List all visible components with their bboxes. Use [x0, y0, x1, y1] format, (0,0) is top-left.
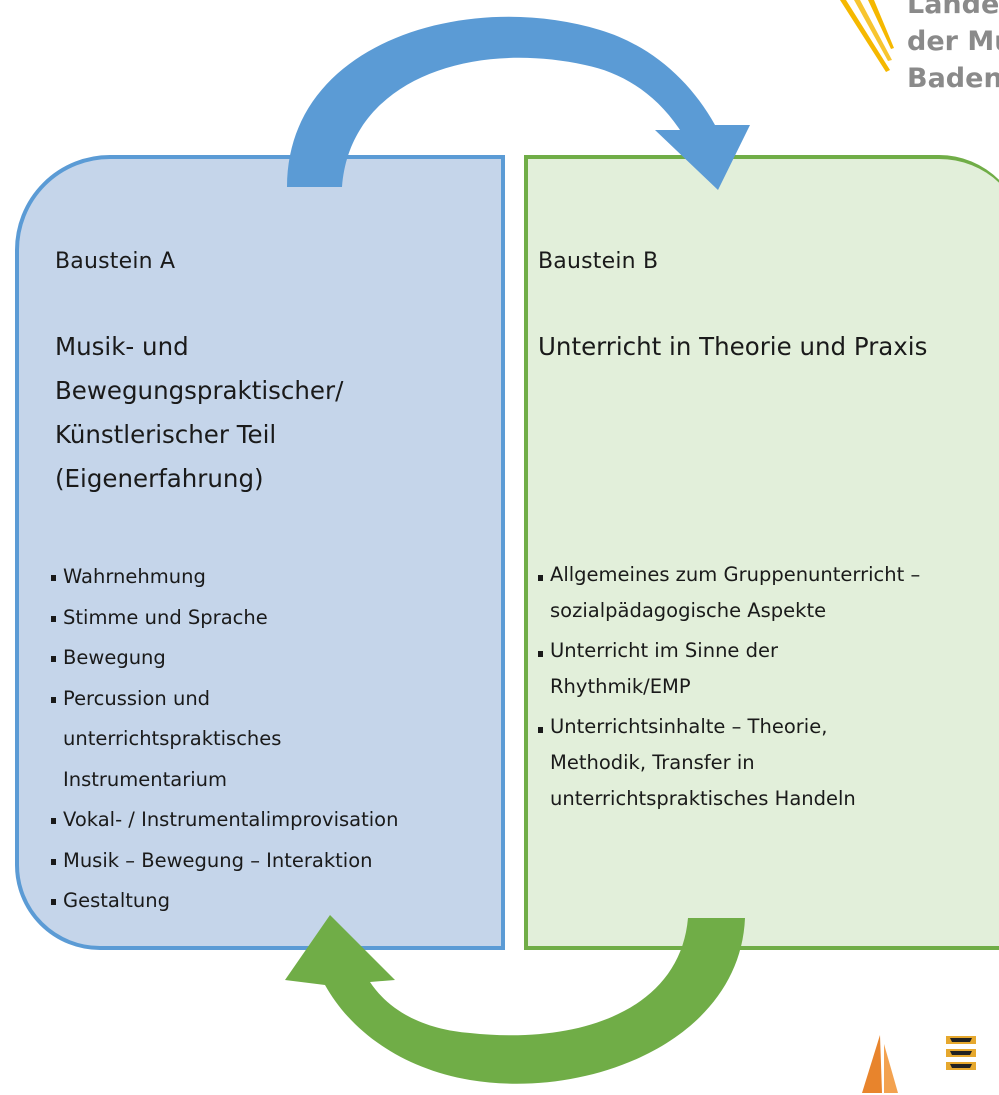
list-item: Musik – Bewegung – Interaktion	[49, 841, 504, 882]
baustein-a-title-line: (Eigenerfahrung)	[55, 464, 264, 493]
list-item: Stimme und Sprache	[49, 598, 504, 639]
baustein-a-title-line: Musik- und	[55, 332, 189, 361]
baustein-a-title: Musik- und Bewegungspraktischer/ Künstle…	[55, 325, 343, 501]
list-item: Wahrnehmung	[49, 557, 504, 598]
list-item: Vokal- / Instrumentalimprovisation	[49, 800, 504, 841]
organization-logo-text: Lande der Mu Baden	[907, 0, 999, 97]
list-item: Allgemeines zum Gruppenunterricht – sozi…	[536, 557, 990, 629]
footer-logos	[862, 1035, 976, 1093]
list-item: Unterricht im Sinne der Rhythmik/EMP	[536, 633, 840, 705]
baustein-a-title-line: Künstlerischer Teil	[55, 420, 277, 449]
logo-text-line: Lande	[907, 0, 999, 20]
baustein-a-title-line: Bewegungspraktischer/	[55, 376, 344, 405]
list-item: Percussion und unterrichtspraktisches In…	[49, 679, 333, 801]
sun-rays-logo	[840, 0, 894, 72]
logo-text-line: Baden	[907, 63, 999, 94]
baustein-a-box: Baustein A Musik- und Bewegungspraktisch…	[15, 155, 505, 950]
coat-of-arms-icon	[946, 1036, 976, 1070]
list-item: Gestaltung	[49, 881, 504, 922]
baustein-a-bullet-list: Wahrnehmung Stimme und Sprache Bewegung …	[49, 557, 504, 922]
baustein-b-title: Unterricht in Theorie und Praxis	[538, 332, 928, 361]
baustein-b-box: Baustein B Unterricht in Theorie und Pra…	[524, 155, 999, 950]
logo-text-line: der Mu	[907, 26, 999, 57]
baustein-b-bullet-list: Allgemeines zum Gruppenunterricht – sozi…	[536, 557, 999, 821]
baustein-b-heading: Baustein B	[538, 249, 659, 274]
list-item: Unterrichtsinhalte – Theorie, Methodik, …	[536, 709, 910, 817]
sailboat-icon	[862, 1035, 898, 1093]
list-item: Bewegung	[49, 638, 504, 679]
baustein-a-heading: Baustein A	[55, 249, 176, 274]
